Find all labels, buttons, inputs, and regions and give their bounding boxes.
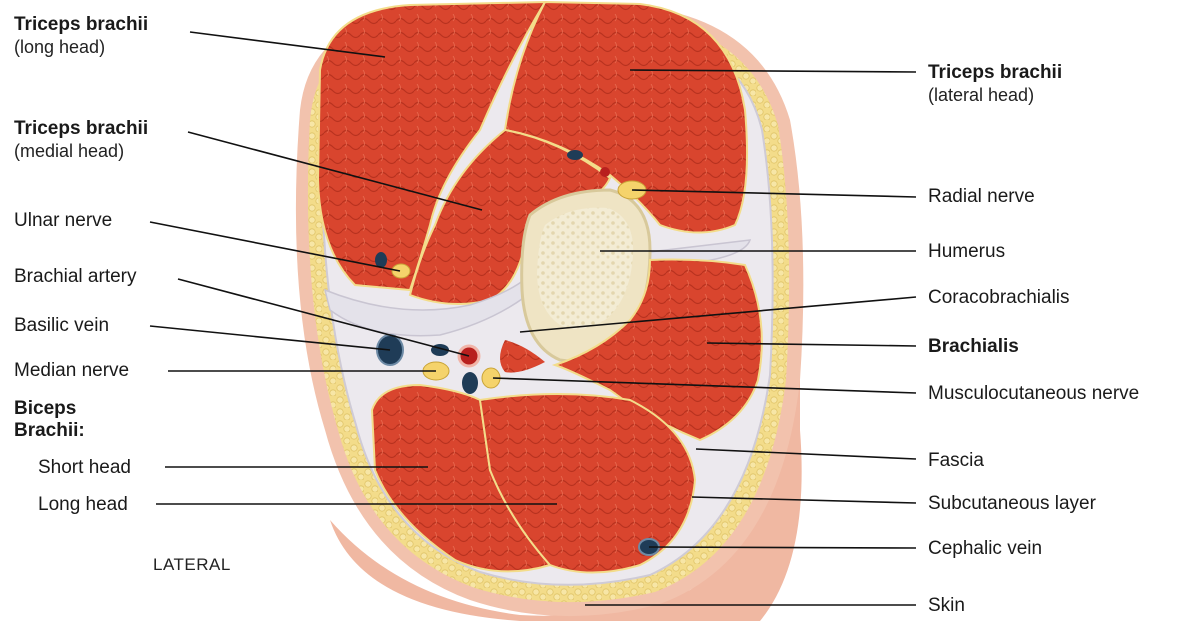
label-triceps-medial-name: Triceps brachii — [14, 118, 148, 139]
radial-vessels-shape — [567, 150, 583, 160]
label-triceps-long-name: Triceps brachii — [14, 14, 148, 35]
label-biceps-line1: Biceps — [14, 398, 76, 419]
label-skin: Skin — [928, 595, 965, 617]
label-triceps-lateral-name: Triceps brachii — [928, 62, 1062, 83]
radial-artery-small-shape — [600, 167, 610, 177]
leader-cephalic-vein — [649, 547, 916, 548]
label-triceps-medial-head: Triceps brachii (medial head) — [14, 118, 148, 162]
label-median-nerve: Median nerve — [14, 360, 129, 382]
label-brachial-artery: Brachial artery — [14, 266, 137, 288]
label-ulnar-nerve: Ulnar nerve — [14, 210, 112, 232]
label-cephalic-vein: Cephalic vein — [928, 538, 1042, 560]
label-radial-nerve: Radial nerve — [928, 186, 1035, 208]
label-long-head: Long head — [38, 494, 128, 516]
ulnar-nerve-shape — [392, 264, 410, 278]
label-lateral: LATERAL — [153, 555, 231, 575]
ulnar-vessel-shape — [375, 252, 387, 268]
label-triceps-long-head: Triceps brachii (long head) — [14, 14, 148, 58]
label-triceps-long-sub: (long head) — [14, 36, 148, 58]
label-biceps-brachii: Biceps Brachii: — [14, 398, 85, 442]
label-musculocutaneous-nerve: Musculocutaneous nerve — [928, 383, 1139, 405]
label-humerus: Humerus — [928, 241, 1005, 263]
label-fascia: Fascia — [928, 450, 984, 472]
label-coracobrachialis: Coracobrachialis — [928, 287, 1070, 309]
brachial-vein-2-shape — [462, 372, 478, 394]
label-triceps-medial-sub: (medial head) — [14, 140, 148, 162]
label-triceps-lateral-sub: (lateral head) — [928, 84, 1062, 106]
label-basilic-vein: Basilic vein — [14, 315, 109, 337]
label-brachialis: Brachialis — [928, 336, 1019, 358]
label-biceps-line2: Brachii: — [14, 420, 85, 441]
label-triceps-lateral-head: Triceps brachii (lateral head) — [928, 62, 1062, 106]
label-subcutaneous-layer: Subcutaneous layer — [928, 493, 1096, 515]
label-short-head: Short head — [38, 457, 131, 479]
